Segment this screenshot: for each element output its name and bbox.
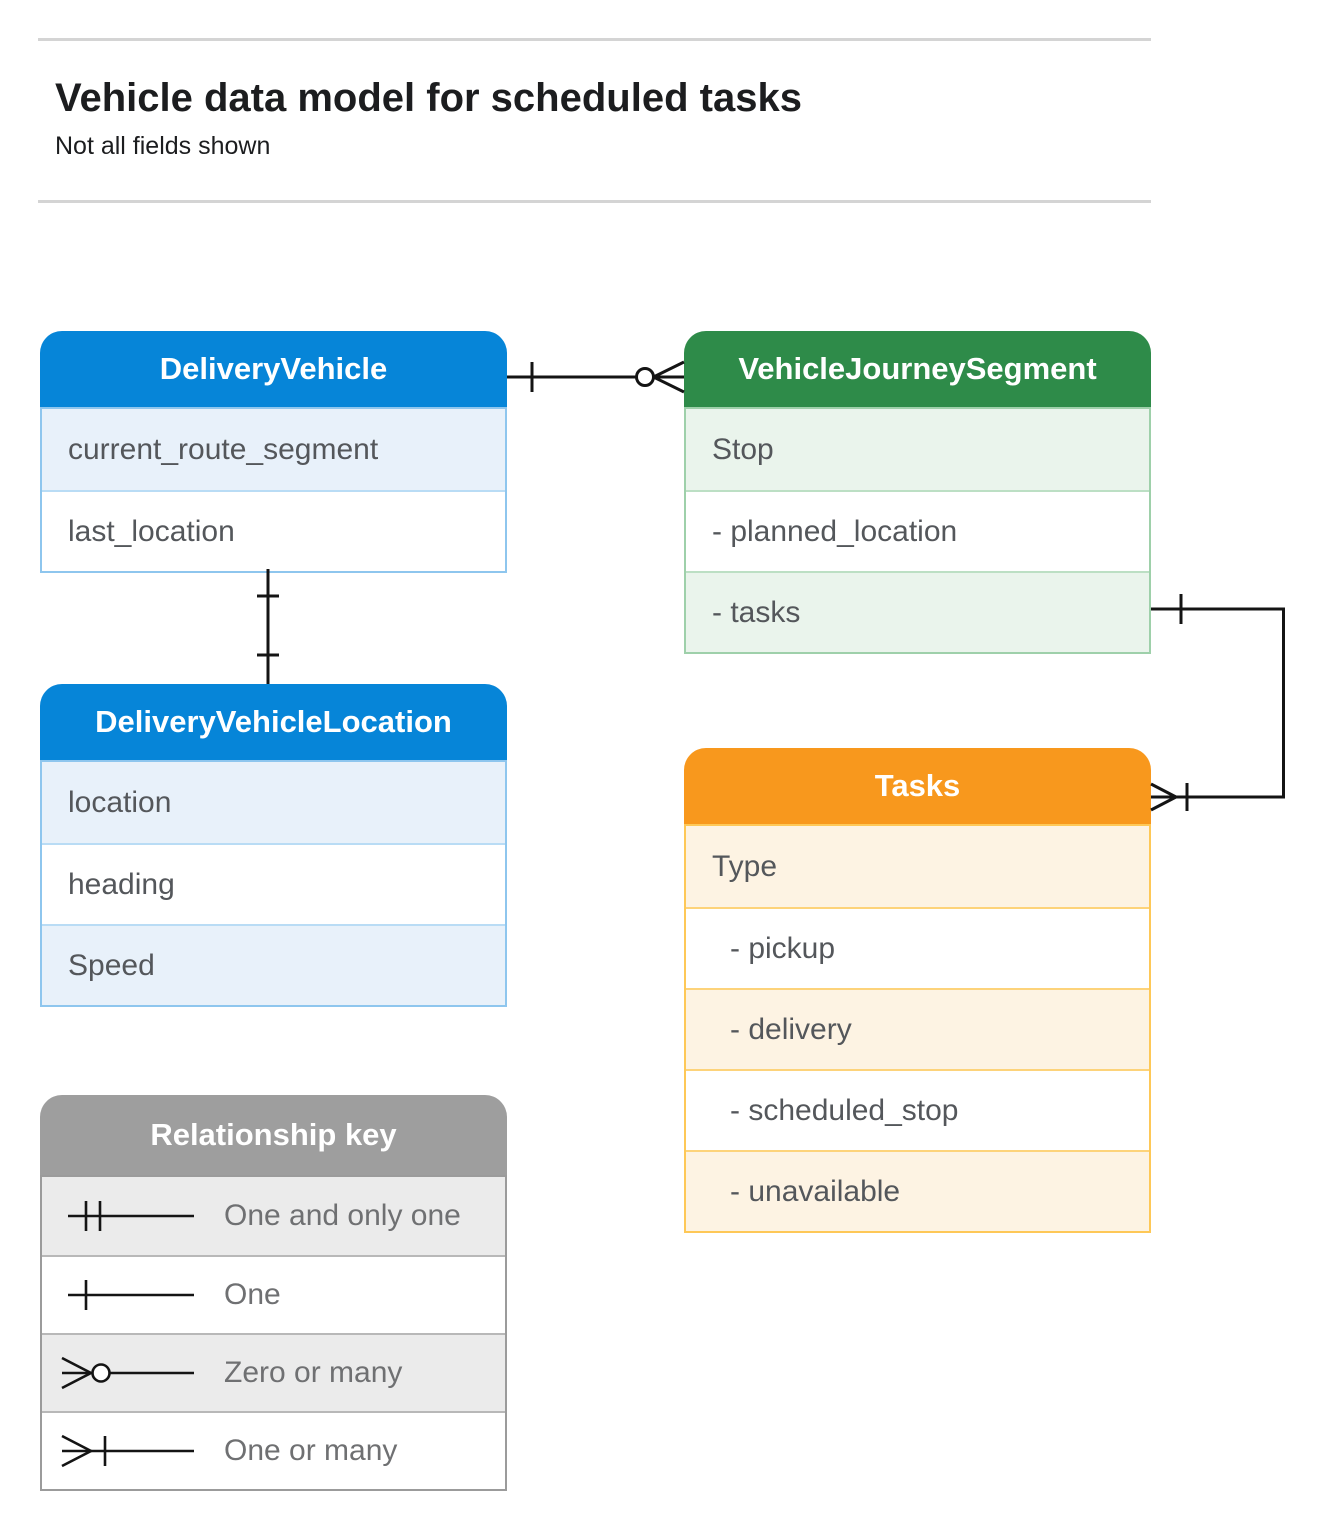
relationship-key-title: Relationship key [40, 1095, 507, 1175]
legend-label: One or many [224, 1434, 398, 1467]
page-title: Vehicle data model for scheduled tasks [55, 76, 802, 120]
entity-tasks-body: Type - pickup - delivery - scheduled_sto… [684, 824, 1151, 1233]
field-label: - planned_location [712, 514, 958, 548]
entity-tasks-title: Tasks [684, 748, 1151, 824]
legend-label: Zero or many [224, 1356, 403, 1389]
connector-vehiclejourneysegment-tasks [1150, 594, 1285, 812]
field-row: current_route_segment [42, 409, 505, 490]
entity-tasks: Tasks Type - pickup - delivery - schedul… [684, 748, 1151, 1233]
field-row: Speed [42, 924, 505, 1005]
entity-delivery-vehicle-location-title: DeliveryVehicleLocation [40, 684, 507, 760]
field-row: - planned_location [686, 490, 1149, 571]
field-label: Type [712, 849, 778, 883]
zero-or-many-icon [61, 1356, 194, 1390]
field-label: - pickup [730, 931, 836, 965]
field-label: - tasks [712, 595, 801, 629]
entity-delivery-vehicle-location: DeliveryVehicleLocation location heading… [40, 684, 507, 1007]
top-divider [38, 38, 1151, 41]
field-row: heading [42, 843, 505, 924]
field-label: location [68, 785, 172, 819]
relationship-key: Relationship key One and only one [40, 1095, 507, 1491]
field-row: last_location [42, 490, 505, 571]
one-icon [68, 1280, 194, 1310]
entity-delivery-vehicle-body: current_route_segment last_location [40, 407, 507, 573]
connector-deliveryvehicle-vehiclejourneysegment [507, 360, 685, 394]
entity-delivery-vehicle: DeliveryVehicle current_route_segment la… [40, 331, 507, 573]
legend-label: One and only one [224, 1199, 461, 1232]
relationship-key-body: One and only one One [40, 1175, 507, 1491]
legend-label: One [224, 1278, 281, 1311]
entity-vehicle-journey-segment: VehicleJourneySegment Stop - planned_loc… [684, 331, 1151, 654]
field-row: location [42, 762, 505, 843]
entity-vehicle-journey-segment-title: VehicleJourneySegment [684, 331, 1151, 407]
field-row: - scheduled_stop [686, 1069, 1149, 1150]
field-label: - delivery [730, 1012, 852, 1046]
page-subtitle: Not all fields shown [55, 132, 271, 160]
legend-row: One and only one [42, 1177, 505, 1255]
entity-vehicle-journey-segment-body: Stop - planned_location - tasks [684, 407, 1151, 654]
connector-deliveryvehicle-deliveryvehiclelocation [257, 569, 279, 684]
field-label: heading [68, 867, 175, 901]
field-row: - tasks [686, 571, 1149, 652]
field-row: - pickup [686, 907, 1149, 988]
field-label: last_location [68, 514, 235, 548]
legend-row: One [42, 1255, 505, 1333]
field-row: Type [686, 826, 1149, 907]
field-label: current_route_segment [68, 432, 379, 466]
entity-delivery-vehicle-location-body: location heading Speed [40, 760, 507, 1007]
entity-delivery-vehicle-title: DeliveryVehicle [40, 331, 507, 407]
one-or-many-icon [61, 1434, 194, 1468]
field-row: - delivery [686, 988, 1149, 1069]
field-label: - scheduled_stop [730, 1093, 959, 1127]
bottom-divider [38, 200, 1151, 203]
one-and-only-one-icon [68, 1201, 194, 1231]
field-row: Stop [686, 409, 1149, 490]
field-row: - unavailable [686, 1150, 1149, 1231]
legend-row: One or many [42, 1411, 505, 1489]
field-label: Stop [712, 432, 774, 466]
legend-row: Zero or many [42, 1333, 505, 1411]
field-label: Speed [68, 948, 155, 982]
field-label: - unavailable [730, 1174, 901, 1208]
